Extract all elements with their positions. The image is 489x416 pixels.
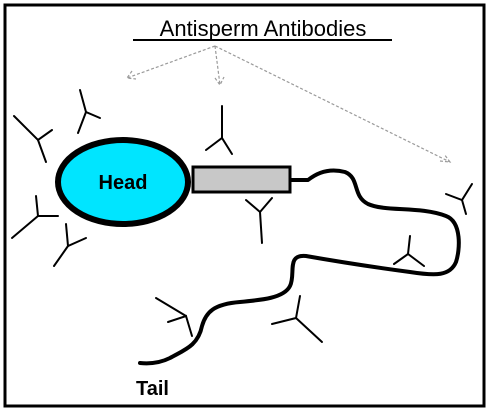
tail-label: Tail [136, 378, 169, 400]
sperm-midpiece [193, 167, 290, 192]
head-label: Head [99, 172, 148, 194]
diagram-title: Antisperm Antibodies [160, 16, 367, 41]
